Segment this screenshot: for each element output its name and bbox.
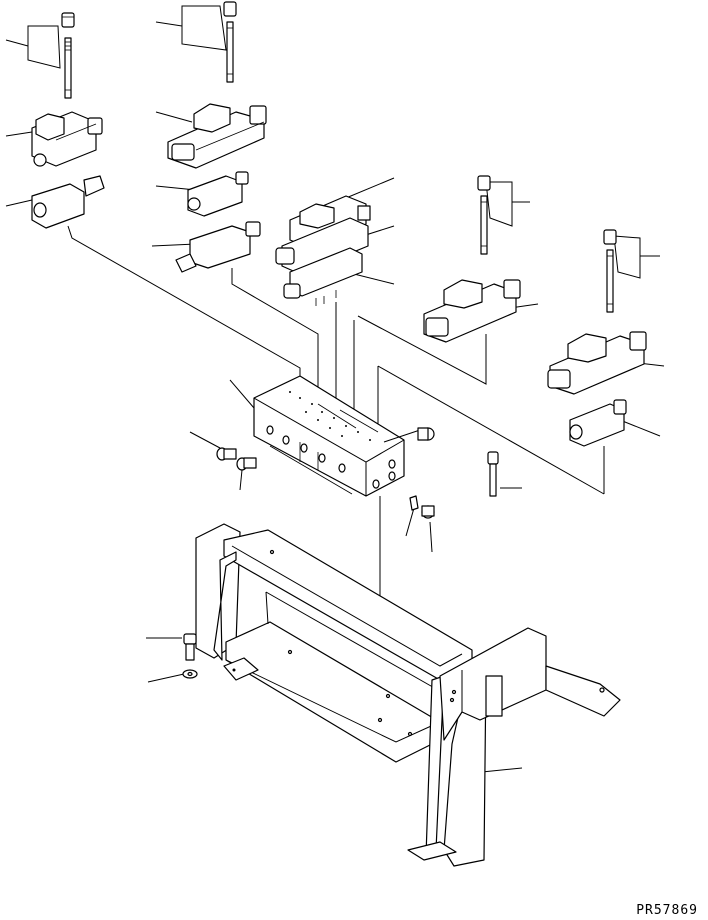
leader-line bbox=[5, 199, 33, 207]
valve-port bbox=[33, 153, 47, 167]
cartridge-body bbox=[31, 183, 85, 229]
cartridge-middle-upper bbox=[155, 171, 249, 217]
solenoid-valve-left bbox=[5, 111, 103, 167]
cartridge-middle-lower bbox=[151, 221, 261, 273]
bolt-set-left-bracket bbox=[27, 25, 61, 69]
mounting-bracket bbox=[195, 523, 621, 867]
manifold-block bbox=[229, 375, 405, 497]
manifold-holes bbox=[266, 425, 396, 489]
bracket-bolt bbox=[146, 633, 197, 661]
drawing-code: PR57869 bbox=[636, 903, 698, 918]
solenoid-valve-middle bbox=[155, 103, 267, 169]
stacked-valve-assembly bbox=[275, 177, 395, 306]
leader-line bbox=[229, 379, 255, 409]
plug-right bbox=[383, 427, 435, 443]
leader-line bbox=[147, 673, 185, 683]
valve-cap bbox=[87, 117, 103, 135]
leader-line bbox=[429, 521, 433, 553]
bolt-set-middle bbox=[155, 1, 237, 83]
bolt-set-right-2 bbox=[603, 229, 660, 313]
valve-coil bbox=[193, 103, 231, 133]
stud-bolt-part bbox=[64, 37, 72, 99]
cartridge-right bbox=[569, 399, 661, 494]
manifold-top-ports bbox=[289, 391, 371, 441]
plug-bottom bbox=[421, 505, 435, 553]
valve-coil bbox=[35, 113, 65, 141]
orifice-pin bbox=[405, 495, 419, 537]
leader-line bbox=[619, 419, 661, 437]
bolt-set-right-1 bbox=[477, 175, 530, 255]
leader-line bbox=[189, 431, 221, 449]
leader-line bbox=[5, 131, 33, 137]
cartridge-nut bbox=[83, 175, 105, 197]
manifold-body bbox=[253, 375, 405, 497]
plug-lower-left bbox=[236, 457, 257, 491]
leader-line bbox=[155, 111, 193, 123]
bolt-set-middle-bracket bbox=[181, 5, 227, 51]
leader-line bbox=[5, 39, 29, 47]
leader-line bbox=[481, 767, 523, 773]
bolt-set-left bbox=[5, 12, 75, 99]
leader-line bbox=[155, 21, 183, 27]
leader-line bbox=[405, 507, 415, 537]
long-bolt bbox=[487, 451, 522, 497]
nut-part bbox=[61, 12, 75, 28]
solenoid-valve-right-2 bbox=[547, 331, 665, 395]
plug-left bbox=[189, 431, 237, 461]
leader-line bbox=[239, 469, 243, 491]
bracket-washer bbox=[147, 669, 198, 683]
solenoid-valve-right-1 bbox=[423, 279, 539, 343]
solenoid-cartridge-left bbox=[5, 175, 105, 229]
leader-line bbox=[345, 177, 395, 199]
leader-line bbox=[151, 243, 197, 247]
